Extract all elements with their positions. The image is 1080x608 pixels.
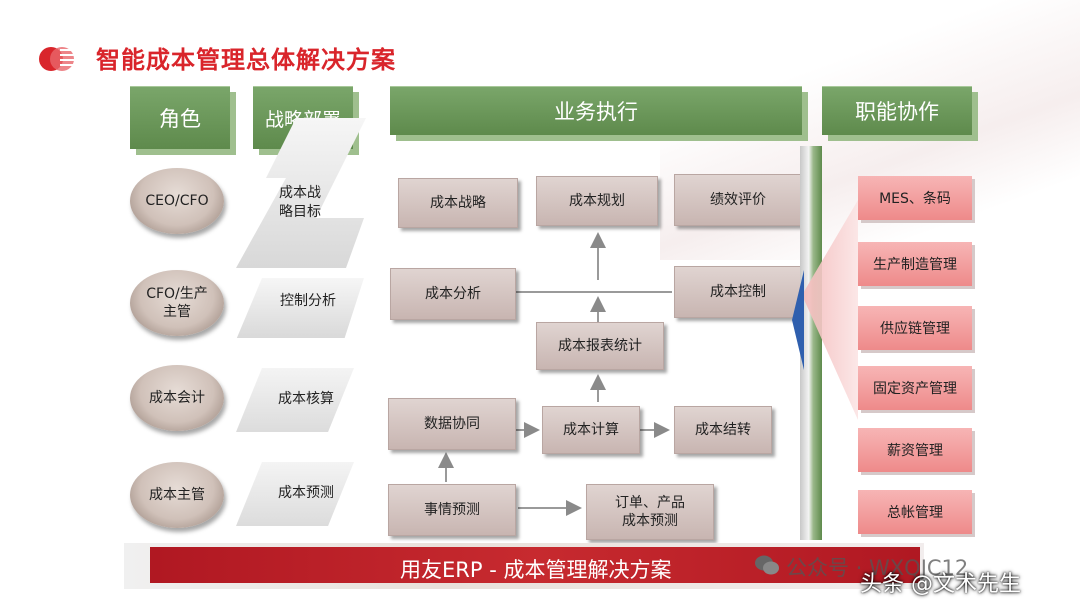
connector-fan (792, 200, 858, 420)
header-function: 职能协作 (822, 86, 972, 135)
box-cost-report: 成本报表统计 (536, 322, 664, 370)
footer-text: 用友ERP - 成本管理解决方案 (400, 558, 672, 582)
watermark-wechat-text: 公众号 · WXQJC12 (786, 556, 969, 580)
function-production-management: 生产制造管理 (858, 242, 972, 286)
wechat-icon (755, 555, 779, 575)
strategy-cost-target: 成本战 略目标 (279, 185, 321, 220)
header-business: 业务执行 (390, 86, 802, 135)
box-cost-calculation: 成本计算 (542, 406, 640, 454)
function-mes-barcode: MES、条码 (858, 176, 972, 220)
vertical-divider (800, 146, 822, 540)
box-cost-analysis: 成本分析 (390, 268, 516, 320)
page-title: 智能成本管理总体解决方案 (96, 46, 396, 74)
logo-icon (39, 47, 78, 71)
function-payroll: 薪资管理 (858, 428, 972, 472)
box-data-collaboration: 数据协同 (388, 398, 516, 450)
role-cost-accountant: 成本会计 (130, 365, 224, 431)
flow-arrows (438, 232, 672, 516)
function-supply-chain: 供应链管理 (858, 306, 972, 350)
box-performance-evaluation: 绩效评价 (674, 174, 802, 226)
strategy-band (236, 118, 366, 338)
strategy-cost-forecast: 成本预测 (278, 485, 334, 501)
box-event-forecast: 事情预测 (388, 484, 516, 536)
strategy-cost-accounting: 成本核算 (278, 391, 334, 407)
role-cost-manager: 成本主管 (130, 462, 224, 528)
watermark-wechat: 公众号 · WXQJC12 (786, 552, 968, 582)
strategy-control-analysis: 控制分析 (280, 293, 336, 309)
footer-bar (150, 547, 920, 583)
role-cfo-production-label: CFO/生产 主管 (146, 286, 208, 320)
function-general-ledger: 总帐管理 (858, 490, 972, 534)
box-cost-planning: 成本规划 (536, 176, 658, 226)
header-role: 角色 (130, 86, 230, 149)
box-cost-control: 成本控制 (674, 266, 802, 318)
role-ceo-cfo: CEO/CFO (130, 168, 224, 234)
role-cfo-production: CFO/生产 主管 (130, 270, 224, 336)
function-fixed-assets: 固定资产管理 (858, 366, 972, 410)
box-cost-transfer: 成本结转 (674, 406, 772, 454)
watermark-toutiao: 头条 @文术先生 (860, 572, 1021, 597)
box-order-product-forecast: 订单、产品 成本预测 (586, 484, 714, 540)
box-cost-strategy: 成本战略 (398, 178, 518, 228)
